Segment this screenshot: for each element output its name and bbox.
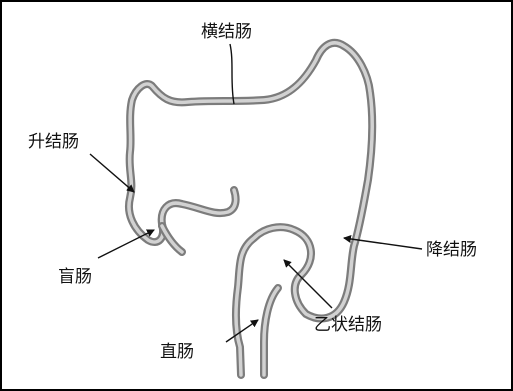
rectum-tube-lumen xyxy=(262,286,280,377)
descending-colon-label: 降结肠 xyxy=(426,240,477,260)
cecum-label: 盲肠 xyxy=(58,267,92,287)
ascending-colon-label: 升结肠 xyxy=(28,132,79,152)
ascending-leader xyxy=(89,153,135,193)
rectum-label: 直肠 xyxy=(160,342,194,362)
sigmoid-leader xyxy=(283,259,333,309)
transverse-colon-label: 横结肠 xyxy=(201,22,252,42)
cecum-leader xyxy=(97,229,155,259)
rectum-leader xyxy=(225,319,259,343)
descending-leader xyxy=(343,235,423,250)
sigmoid-colon-label: 乙状结肠 xyxy=(314,315,382,335)
large-intestine-lumen xyxy=(127,41,374,377)
transverse-leader xyxy=(229,43,235,105)
appendix-lumen xyxy=(160,224,184,254)
large-intestine xyxy=(125,38,377,379)
